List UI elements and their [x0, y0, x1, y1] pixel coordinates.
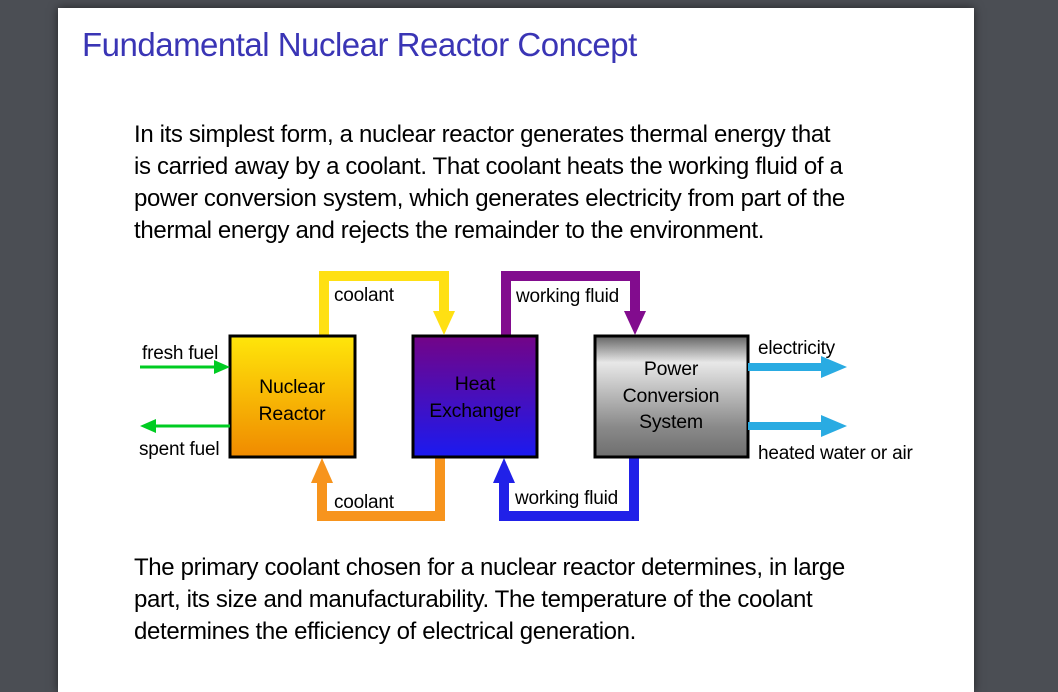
text-line: In its simplest form, a nuclear reactor … [134, 121, 831, 148]
text-line: The primary coolant chosen for a nuclear… [134, 554, 845, 581]
closing-paragraph: The primary coolant chosen for a nuclear… [134, 552, 845, 648]
fresh-fuel-arrowhead [214, 360, 230, 374]
slide-page: Fundamental Nuclear Reactor Concept In i… [58, 8, 974, 692]
hot-working-fluid-arrowhead [624, 311, 646, 335]
hot-working-fluid-label: working fluid [515, 286, 619, 307]
text-line: thermal energy and rejects the remainder… [134, 217, 765, 244]
heated-water-arrow [748, 415, 847, 437]
hot-coolant-pipe [319, 271, 449, 338]
cold-working-fluid-label: working fluid [514, 488, 618, 509]
heat-exchanger-label-line2: Exchanger [429, 400, 521, 422]
cold-coolant-label: coolant [334, 492, 395, 513]
power-conversion-label-line1: Power [644, 358, 699, 380]
power-conversion-box [593, 334, 750, 459]
heat-exchanger-box [411, 334, 539, 459]
text-line: part, its size and manufacturability. Th… [134, 586, 813, 613]
text-line: determines the efficiency of electrical … [134, 618, 636, 645]
hot-working-fluid-pipe [501, 271, 640, 338]
power-conversion-label-line3: System [639, 411, 703, 433]
cold-coolant-arrowhead [311, 458, 333, 483]
heat-exchanger-label-line1: Heat [455, 373, 496, 395]
spent-fuel-label: spent fuel [139, 439, 219, 460]
electricity-arrow [748, 356, 847, 378]
hot-coolant-label: coolant [334, 285, 395, 306]
hot-coolant-arrowhead [433, 311, 455, 335]
page-title: Fundamental Nuclear Reactor Concept [82, 26, 637, 63]
cold-working-fluid-arrowhead [493, 458, 515, 483]
nuclear-reactor-label-line2: Reactor [259, 403, 327, 425]
nuclear-reactor-label-line1: Nuclear [259, 376, 325, 398]
cold-working-fluid-pipe [499, 456, 639, 521]
spent-fuel-arrowhead [140, 419, 156, 433]
electricity-label: electricity [758, 338, 836, 359]
fresh-fuel-label: fresh fuel [142, 343, 218, 364]
reactor-flow-diagram: coolant working fluid coolant working fl… [139, 271, 914, 521]
cold-coolant-pipe [317, 456, 445, 521]
text-line: is carried away by a coolant. That coola… [134, 153, 843, 180]
nuclear-reactor-box [228, 334, 357, 459]
heated-water-label: heated water or air [758, 443, 913, 464]
intro-paragraph: In its simplest form, a nuclear reactor … [134, 119, 845, 247]
text-line: power conversion system, which generates… [134, 185, 845, 212]
power-conversion-label-line2: Conversion [623, 385, 720, 407]
